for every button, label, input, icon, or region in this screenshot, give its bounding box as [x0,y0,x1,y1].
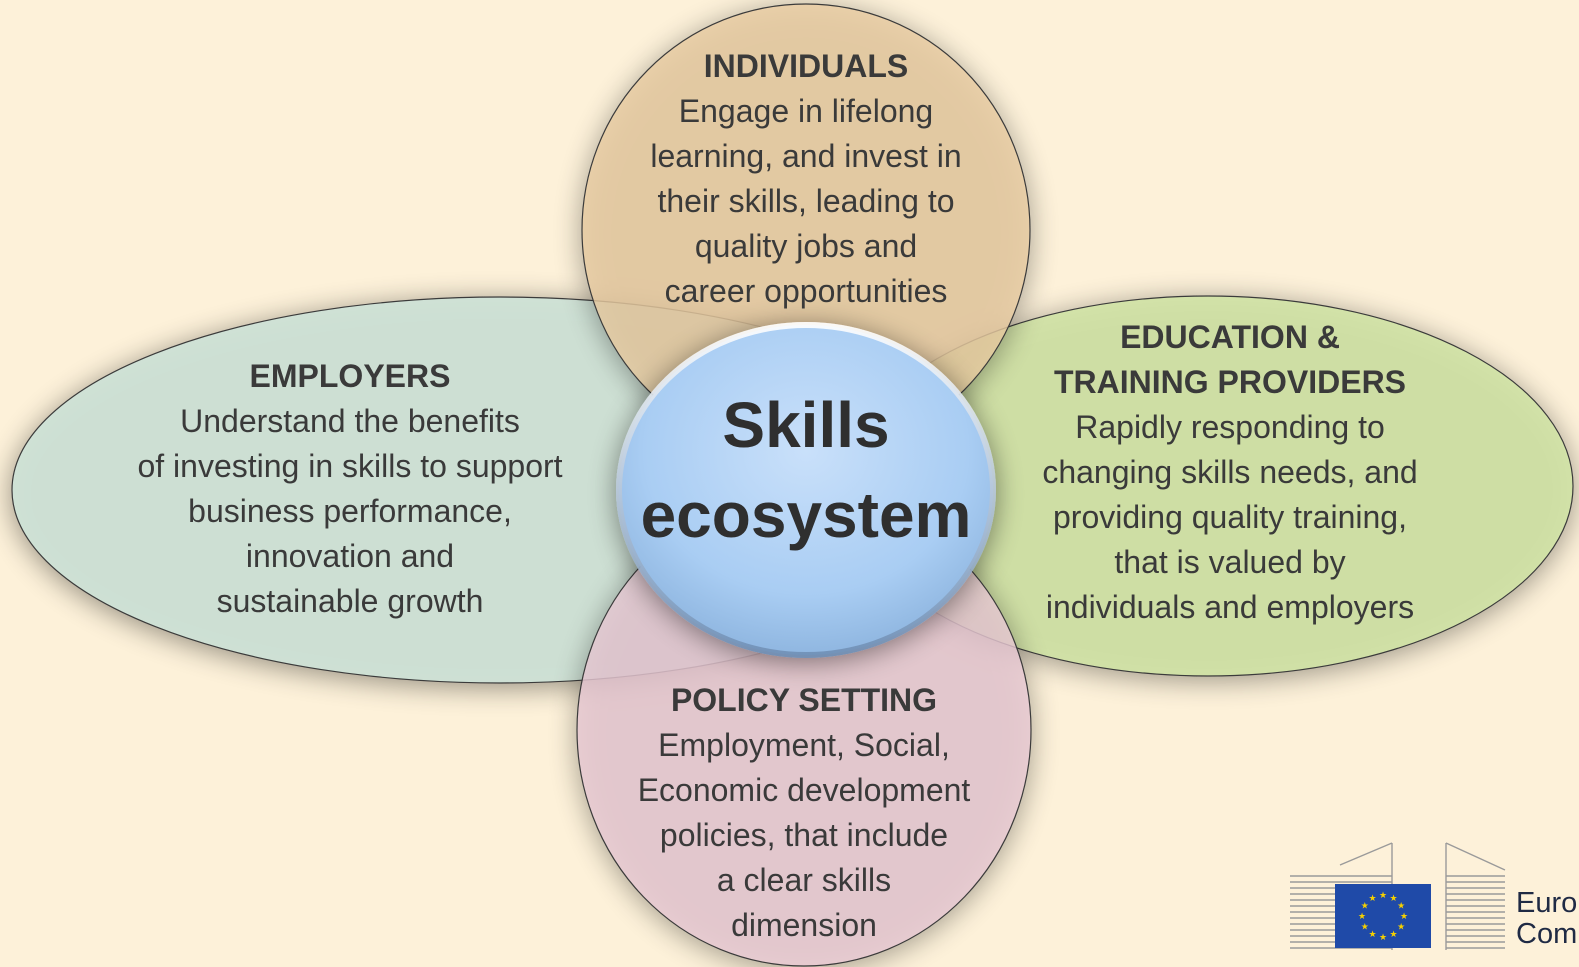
center-title: Skills ecosystem [620,380,992,560]
eu-star-icon: ★ [1389,894,1397,904]
center-title-line: ecosystem [640,479,972,551]
employers-line: sustainable growth [216,583,484,619]
center-circle [616,322,996,658]
eu-flag [1335,884,1431,948]
eu-star-icon: ★ [1379,933,1387,943]
education-line: individuals and employers [1045,589,1415,625]
employers-line: Understand the benefits [180,403,520,439]
eu-star-icon: ★ [1400,912,1408,922]
individuals-heading: INDIVIDUALS [703,48,909,84]
individuals-line: quality jobs and [694,228,918,264]
individuals-line: their skills, leading to [657,183,955,219]
individuals-line: learning, and invest in [650,138,962,174]
eu-star-icon: ★ [1397,923,1405,933]
policy-line: dimension [731,907,877,943]
employers-heading: EMPLOYERS [249,358,451,394]
eu-star-icon: ★ [1358,912,1366,922]
education-line: Rapidly responding to [1075,409,1385,445]
policy-line: Economic development [637,772,971,808]
individuals-text: INDIVIDUALS Engage in lifelong learning,… [596,44,1016,314]
eu-logo-text: Euro Com [1516,888,1577,950]
eu-building-right-icon [1445,842,1506,950]
policy-line: policies, that include [659,817,949,853]
eu-stars-icon: ★★★★★★★★★★★★ [1358,891,1408,943]
center-title-line: Skills [722,389,890,461]
eu-logo-text-line: Com [1516,918,1578,950]
employers-line: business performance, [188,493,512,529]
policy-line: a clear skills [716,862,892,898]
policy-heading: POLICY SETTING [670,682,938,718]
policy-text: POLICY SETTING Employment, Social, Econo… [594,678,1014,948]
eu-logo: ★★★★★★★★★★★★ [1290,842,1506,950]
eu-logo-text-line: Euro [1516,887,1578,919]
individuals-line: career opportunities [664,273,948,309]
eu-star-icon: ★ [1368,894,1376,904]
employers-line: innovation and [245,538,455,574]
employers-line: of investing in skills to support [137,448,563,484]
education-text: EDUCATION & TRAINING PROVIDERS Rapidly r… [1010,315,1450,630]
eu-star-icon: ★ [1379,891,1387,901]
eu-star-icon: ★ [1361,902,1369,912]
eu-star-icon: ★ [1361,923,1369,933]
education-heading: TRAINING PROVIDERS [1053,364,1407,400]
education-line: providing quality training, [1053,499,1407,535]
education-line: changing skills needs, and [1042,454,1418,490]
eu-star-icon: ★ [1368,930,1376,940]
eu-star-icon: ★ [1389,930,1397,940]
policy-line: Employment, Social, [658,727,950,763]
employers-text: EMPLOYERS Understand the benefits of inv… [100,354,600,624]
individuals-line: Engage in lifelong [678,93,934,129]
education-heading: EDUCATION & [1120,319,1340,355]
education-line: that is valued by [1114,544,1346,580]
eu-star-icon: ★ [1397,902,1405,912]
